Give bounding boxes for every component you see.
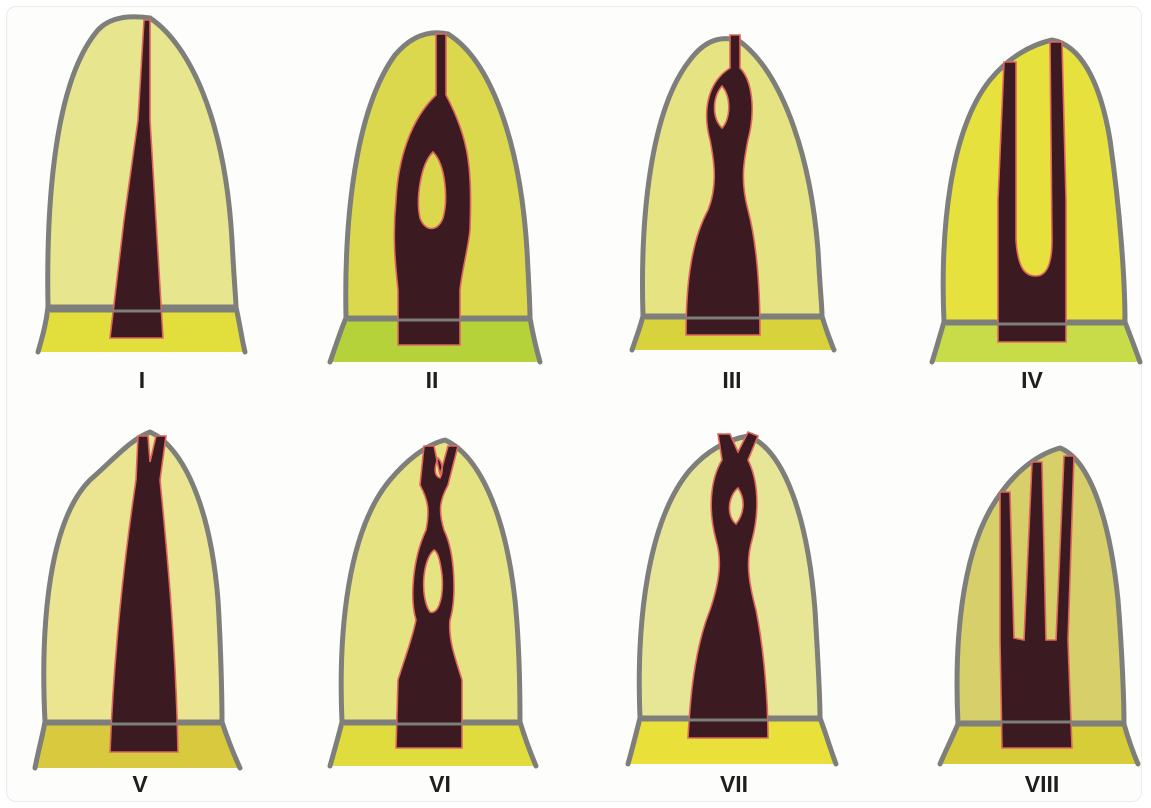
tooth-type-1: I <box>38 17 245 393</box>
tooth-type-2: II <box>330 33 540 393</box>
type-label: I <box>139 367 145 393</box>
tooth-type-5: V <box>35 432 240 797</box>
tooth-type-8: VIII <box>940 448 1138 797</box>
tooth-type-3: III <box>632 35 834 393</box>
tooth-type-7: VII <box>628 432 836 797</box>
type-label: III <box>722 367 741 393</box>
type-label: V <box>132 771 148 797</box>
type-label: IV <box>1021 367 1043 393</box>
type-label: VI <box>429 771 451 797</box>
type-label: II <box>426 367 439 393</box>
type-label: VIII <box>1025 771 1060 797</box>
tooth-type-6: VI <box>330 440 536 797</box>
type-label: VII <box>720 771 748 797</box>
tooth-type-4: IV <box>932 40 1140 393</box>
